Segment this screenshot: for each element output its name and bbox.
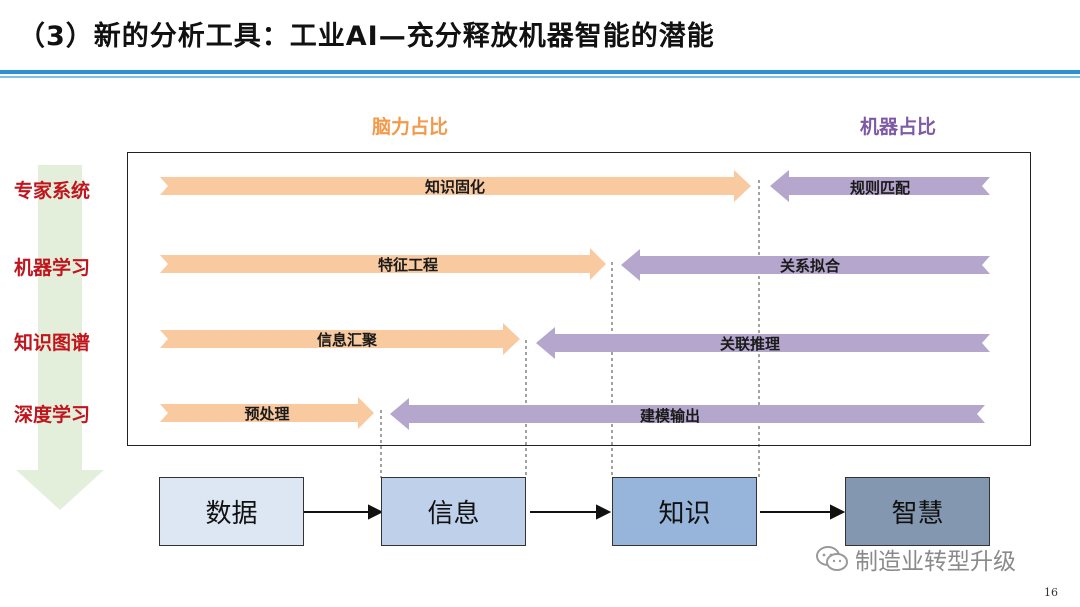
brain-arrow-knowledge-graph: [160, 323, 520, 355]
machine-arrow-machine-learning: [621, 249, 990, 281]
machine-label-knowledge-graph: 关联推理: [719, 335, 781, 353]
machine-arrow-knowledge-graph: [536, 327, 990, 359]
machine-label-expert-system: 规则匹配: [849, 179, 911, 197]
connector-knowledge-wisdom-head: [830, 504, 846, 520]
row-label-deep-learning: 深度学习: [14, 404, 91, 426]
stage-box-information: 信息: [381, 477, 526, 546]
brain-share-header: 脑力占比: [371, 116, 448, 138]
connector-data-info-head: [368, 504, 384, 520]
machine-arrow-expert-system: [770, 170, 990, 202]
stage-box-data: 数据: [159, 477, 304, 546]
row-label-machine-learning: 机器学习: [14, 257, 91, 279]
brain-arrow-expert-system: [160, 170, 751, 202]
page-number: 16: [1044, 586, 1058, 599]
connector-info-knowledge-head: [596, 504, 612, 520]
title-divider: [0, 70, 1080, 74]
page-title: （3）新的分析工具：工业AI—充分释放机器智能的潜能: [18, 21, 715, 52]
brain-label-expert-system: 知识固化: [424, 178, 486, 196]
downward-progress-arrow: [16, 165, 104, 510]
brain-label-knowledge-graph: 信息汇聚: [316, 331, 378, 349]
wechat-icon: [816, 546, 848, 571]
brain-label-machine-learning: 特征工程: [377, 256, 439, 274]
brain-arrow-machine-learning: [160, 248, 606, 280]
watermark-text: 制造业转型升级: [855, 549, 1016, 575]
title-divider-thin: [0, 76, 1080, 78]
brain-arrow-deep-learning: [160, 397, 374, 429]
machine-label-machine-learning: 关系拟合: [779, 257, 841, 275]
method-frame: [127, 152, 1031, 446]
machine-share-header: 机器占比: [859, 116, 936, 138]
watermark: 制造业转型升级: [815, 544, 1016, 575]
row-label-knowledge-graph: 知识图谱: [14, 332, 91, 354]
row-label-expert-system: 专家系统: [14, 180, 91, 202]
machine-label-deep-learning: 建模输出: [639, 407, 701, 425]
stage-box-knowledge: 知识: [612, 477, 757, 546]
machine-arrow-deep-learning: [390, 398, 985, 430]
brain-label-deep-learning: 预处理: [244, 405, 290, 423]
stage-box-wisdom: 智慧: [845, 477, 990, 546]
